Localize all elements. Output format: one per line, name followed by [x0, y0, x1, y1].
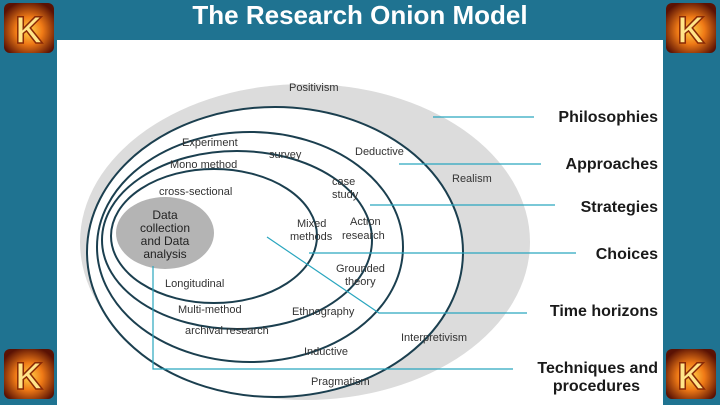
techniques-heading-line-1: Techniques and [537, 360, 658, 377]
longitudinal-label: Longitudinal [165, 278, 224, 290]
theory-label: theory [345, 276, 376, 288]
choices-ring [101, 150, 373, 330]
core-line-3: and Data [141, 234, 190, 248]
techniques-leader [152, 266, 513, 370]
grounded-label: Grounded [336, 263, 385, 275]
study-label: study [332, 189, 359, 201]
techniques-heading-line-2: procedures [553, 378, 640, 395]
strategies-ring [96, 131, 404, 363]
k-fire-logo-top-right: K [666, 3, 716, 53]
mixed-label: Mixed [297, 218, 326, 230]
diagram-panel: Positivism Realism Interpretivism Pragma… [57, 40, 663, 405]
core-line-1: Data [152, 208, 178, 222]
research-onion-diagram: Positivism Realism Interpretivism Pragma… [80, 82, 659, 400]
approaches-ring [86, 106, 464, 398]
methods-label: methods [290, 231, 333, 243]
pragmatism-label: Pragmatism [311, 376, 370, 388]
ethnography-label: Ethnography [292, 306, 355, 318]
core-layer [116, 197, 214, 269]
survey-label: survey [269, 149, 302, 161]
time-horizons-leader [266, 236, 527, 314]
time-horizons-heading: Time horizons [550, 303, 658, 320]
interpretivism-label: Interpretivism [401, 332, 467, 344]
approaches-heading: Approaches [566, 156, 659, 173]
leader-lines [152, 116, 576, 370]
mono-method-label: Mono method [170, 159, 237, 171]
realism-label: Realism [452, 173, 492, 185]
logo-letter: K [677, 10, 705, 52]
philosophies-heading: Philosophies [558, 109, 658, 126]
logo-letter: K [15, 356, 43, 398]
research-label: research [342, 230, 385, 242]
logo-letter: K [15, 10, 43, 52]
time-horizons-ring [110, 168, 318, 304]
choices-heading: Choices [596, 246, 658, 263]
inductive-label: Inductive [304, 346, 348, 358]
logo-letter: K [677, 356, 705, 398]
k-fire-logo-top-left: K [4, 3, 54, 53]
positivism-label: Positivism [289, 82, 339, 94]
deductive-label: Deductive [355, 146, 404, 158]
k-fire-logo-bottom-left: K [4, 349, 54, 399]
cross-sectional-label: cross-sectional [159, 186, 232, 198]
core-line-4: analysis [143, 247, 186, 261]
archival-research-label: archival research [185, 325, 269, 337]
k-fire-logo-bottom-right: K [666, 349, 716, 399]
case-label: case [332, 176, 355, 188]
action-label: Action [350, 216, 381, 228]
multi-method-label: Multi-method [178, 304, 242, 316]
experiment-label: Experiment [182, 137, 238, 149]
core-line-2: collection [140, 221, 190, 235]
strategies-heading: Strategies [581, 199, 658, 216]
slide-title: The Research Onion Model [192, 0, 528, 30]
